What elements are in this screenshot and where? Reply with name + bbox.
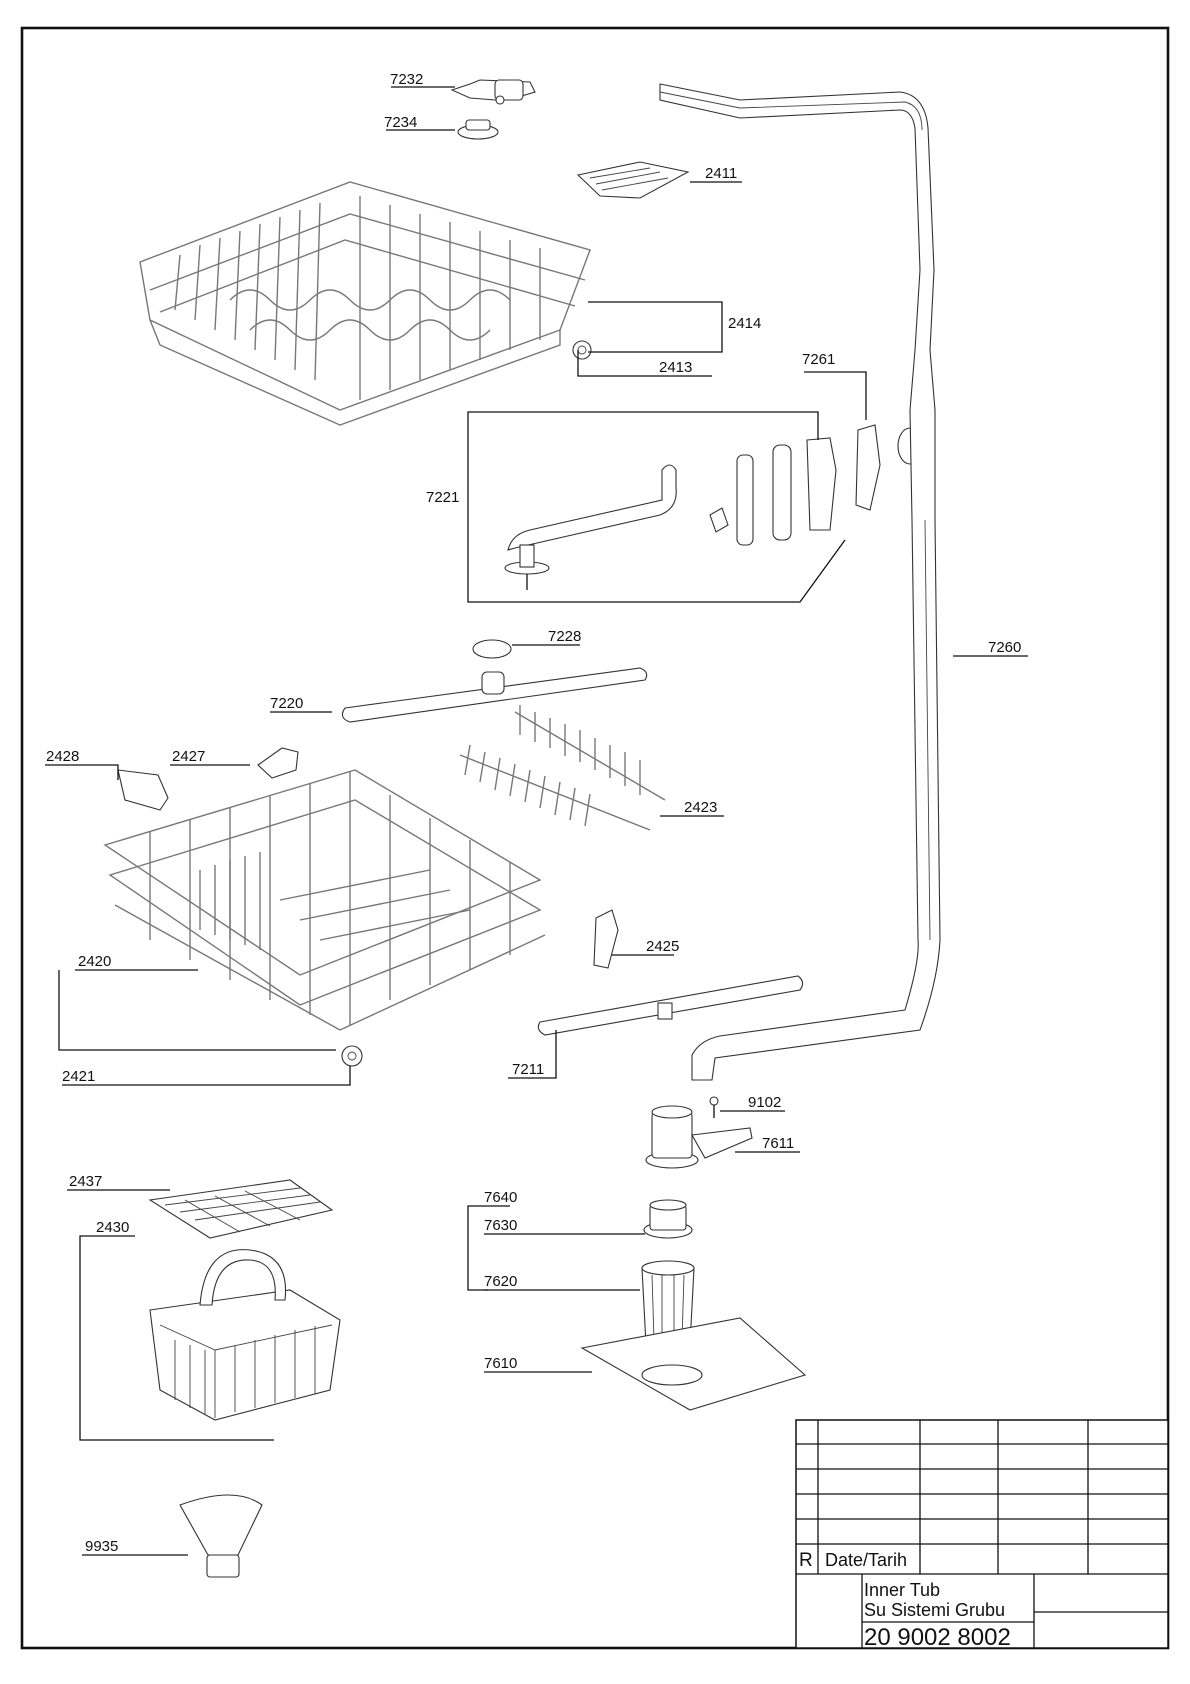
sheet-border [20,26,1170,1650]
part-7630-filter-cap [643,1199,693,1239]
part-7211-lower-spray-arm [537,975,804,1036]
label-7232: 7232 [390,71,423,88]
label-2430: 2430 [96,1219,129,1236]
part-7611-sump [645,1105,753,1169]
part-2427-clip [257,747,299,779]
title-line-1: Inner Tub [864,1580,940,1600]
label-2427: 2427 [172,748,205,765]
label-9102: 9102 [748,1094,781,1111]
label-7630: 7630 [484,1217,517,1234]
part-2437-cutlery-grille [148,1179,334,1239]
label-2421: 2421 [62,1068,95,1085]
part-2414-upper-basket [139,181,592,426]
title-line-2: Su Sistemi Grubu [864,1600,1005,1620]
label-7228: 7228 [548,628,581,645]
part-2430-cutlery-basket [149,1249,341,1421]
label-7260: 7260 [988,639,1021,656]
part-7221-upper-spray-tube [504,424,923,590]
part-7260-supply-pipe [659,83,941,1081]
label-7620: 7620 [484,1273,517,1290]
label-9935: 9935 [85,1538,118,1555]
part-7220-spray-arm [341,667,648,723]
label-7221: 7221 [426,489,459,506]
part-2411-grille [576,161,690,199]
part-2420-lower-basket [103,769,546,1067]
label-7611: 7611 [762,1135,794,1152]
drawing-number: 20 9002 8002 [864,1624,1011,1651]
part-7620-filter [641,1260,695,1346]
label-2420: 2420 [78,953,111,970]
title-block: R Date/Tarih Inner Tub Su Sistemi Grubu … [795,1419,1169,1651]
part-7234-nut [457,119,499,140]
leader-lines [45,86,1028,1556]
label-7234: 7234 [384,114,417,131]
label-7261: 7261 [802,351,835,368]
rev-mark: R [799,1550,813,1571]
part-7232-clip [450,79,536,105]
label-7640: 7640 [484,1189,517,1206]
label-2437: 2437 [69,1173,102,1190]
label-2411: 2411 [705,165,737,182]
part-2428-clip [117,769,169,811]
label-7610: 7610 [484,1355,517,1372]
part-9935-salt-funnel [179,1494,263,1578]
label-2414: 2414 [728,315,761,332]
part-7610-filter-plate [580,1317,807,1411]
part-9102-screw [709,1096,719,1118]
label-2425: 2425 [646,938,679,955]
label-2413: 2413 [659,359,692,376]
part-2425-clip [593,909,619,969]
part-2423-tine-rows [459,705,666,831]
label-7220: 7220 [270,695,303,712]
label-2428: 2428 [46,748,79,765]
part-7228-o-ring [472,639,512,659]
label-2423: 2423 [684,799,717,816]
label-7211: 7211 [512,1061,544,1078]
date-label: Date/Tarih [825,1550,907,1570]
